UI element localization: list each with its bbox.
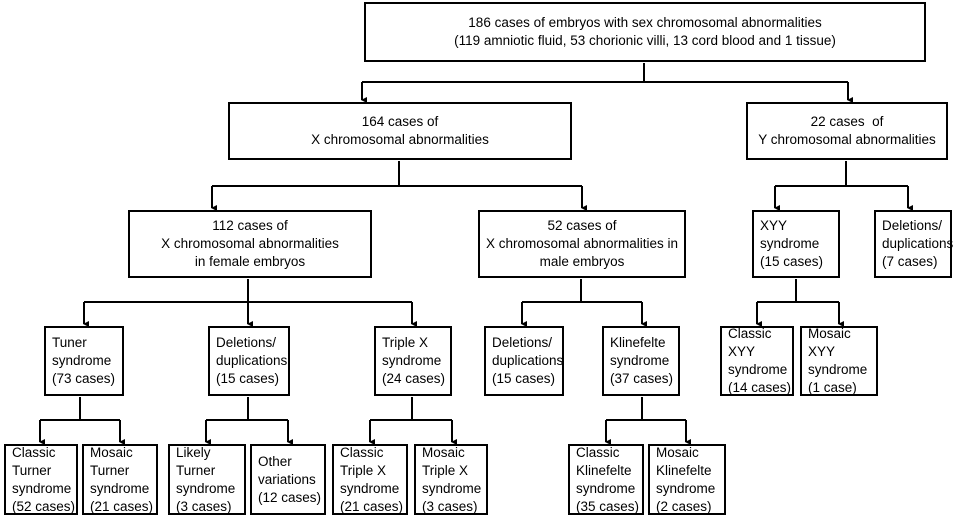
triple-x-syndrome-box: Triple X syndrome (24 cases) xyxy=(374,326,452,396)
y-deletions-duplications-label: Deletions/ duplications (7 cases) xyxy=(882,218,954,269)
classic-turner-label: Classic Turner syndrome (52 cases) xyxy=(12,444,76,514)
mosaic-klinefelter-box: Mosaic Klinefelte syndrome (2 cases) xyxy=(648,444,726,515)
mosaic-turner-box: Mosaic Turner syndrome (21 cases) xyxy=(82,444,158,515)
female-deletions-duplications-box: Deletions/ duplications (15 cases) xyxy=(208,326,290,396)
male-deletions-duplications-box: Deletions/ duplications (15 cases) xyxy=(484,326,564,396)
y-abnormalities-box: 22 cases of Y chromosomal abnormalities xyxy=(746,102,948,160)
root-box: 186 cases of embryos with sex chromosoma… xyxy=(364,2,926,62)
mosaic-xyy-box: Mosaic XYY syndrome (1 case) xyxy=(800,326,878,396)
klinefelter-syndrome-box: Klinefelte syndrome (37 cases) xyxy=(602,326,680,396)
mosaic-triple-x-label: Mosaic Triple X syndrome (3 cases) xyxy=(422,444,482,514)
y-abnormalities-label: 22 cases of Y chromosomal abnormalities xyxy=(758,114,936,147)
mosaic-turner-label: Mosaic Turner syndrome (21 cases) xyxy=(90,444,154,514)
mosaic-triple-x-box: Mosaic Triple X syndrome (3 cases) xyxy=(414,444,488,515)
x-female-box: 112 cases of X chromosomal abnormalities… xyxy=(128,210,372,278)
classic-xyy-label: Classic XYY syndrome (14 cases) xyxy=(728,326,792,395)
male-deletions-duplications-label: Deletions/ duplications (15 cases) xyxy=(492,335,564,386)
other-variations-label: Other variations (12 cases) xyxy=(258,453,322,505)
root-label: 186 cases of embryos with sex chromosoma… xyxy=(454,15,836,48)
x-abnormalities-box: 164 cases of X chromosomal abnormalities xyxy=(228,102,572,160)
classic-triple-x-label: Classic Triple X syndrome (21 cases) xyxy=(340,444,404,514)
mosaic-xyy-label: Mosaic XYY syndrome (1 case) xyxy=(808,326,868,395)
xyy-syndrome-label: XYY syndrome (15 cases) xyxy=(760,218,824,269)
mosaic-klinefelter-label: Mosaic Klinefelte syndrome (2 cases) xyxy=(656,444,716,514)
female-deletions-duplications-label: Deletions/ duplications (15 cases) xyxy=(216,335,288,386)
y-deletions-duplications-box: Deletions/ duplications (7 cases) xyxy=(874,210,954,278)
classic-xyy-box: Classic XYY syndrome (14 cases) xyxy=(720,326,794,396)
turner-syndrome-label: Tuner syndrome (73 cases) xyxy=(52,335,116,386)
classic-turner-box: Classic Turner syndrome (52 cases) xyxy=(4,444,78,515)
x-female-label: 112 cases of X chromosomal abnormalities… xyxy=(161,218,339,269)
x-abnormalities-label: 164 cases of X chromosomal abnormalities xyxy=(311,114,489,147)
classic-triple-x-box: Classic Triple X syndrome (21 cases) xyxy=(332,444,408,515)
classic-klinefelter-label: Classic Klinefelte syndrome (35 cases) xyxy=(576,444,640,514)
classic-klinefelter-box: Classic Klinefelte syndrome (35 cases) xyxy=(568,444,644,515)
triple-x-syndrome-label: Triple X syndrome (24 cases) xyxy=(382,335,446,386)
x-male-label: 52 cases of X chromosomal abnormalities … xyxy=(485,218,679,269)
likely-turner-label: Likely Turner syndrome (3 cases) xyxy=(176,444,236,514)
turner-syndrome-box: Tuner syndrome (73 cases) xyxy=(44,326,124,396)
x-male-box: 52 cases of X chromosomal abnormalities … xyxy=(478,210,686,278)
likely-turner-box: Likely Turner syndrome (3 cases) xyxy=(168,444,246,515)
klinefelter-syndrome-label: Klinefelte syndrome (37 cases) xyxy=(610,335,674,386)
xyy-syndrome-box: XYY syndrome (15 cases) xyxy=(752,210,840,278)
other-variations-box: Other variations (12 cases) xyxy=(250,444,326,515)
